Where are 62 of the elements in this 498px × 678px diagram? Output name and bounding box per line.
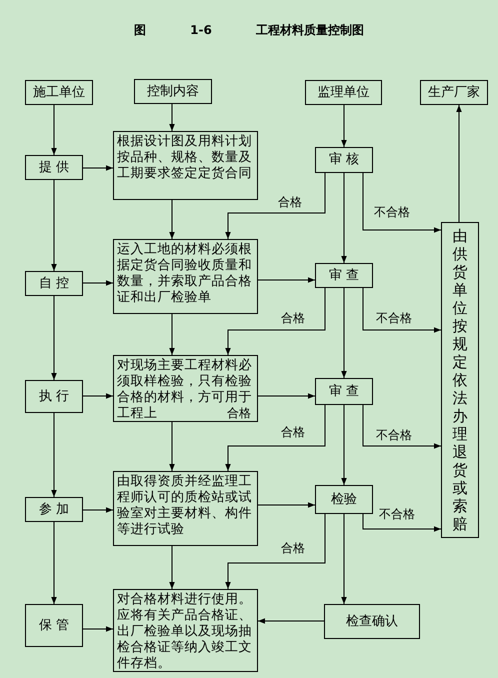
edge-label: 不合格 bbox=[378, 507, 416, 521]
arrow bbox=[341, 104, 347, 148]
step-box: 检查确认 bbox=[324, 604, 420, 639]
step-box: 保 管 bbox=[25, 604, 83, 647]
outcome-box: 由供货单位按规定依法办理退货或索赔 bbox=[441, 222, 479, 538]
edge-label: 合格 bbox=[280, 425, 306, 439]
arrow bbox=[258, 277, 316, 283]
process-box: 对合格材料进行使用。应将有关产品合格证、出厂检验单以及现场抽检合格证等纳入竣工文件存档。 bbox=[113, 589, 258, 672]
arrow bbox=[82, 507, 114, 513]
arrow bbox=[456, 104, 462, 222]
step-box: 审 核 bbox=[315, 147, 373, 173]
arrow bbox=[82, 626, 114, 632]
step-box: 审 查 bbox=[315, 263, 373, 288]
diagram-title: 图 1-6 工程材料质量控制图 bbox=[132, 22, 366, 39]
edge-label: 不合格 bbox=[375, 428, 413, 442]
step-box: 检验 bbox=[315, 485, 373, 514]
step-box: 审 查 bbox=[315, 378, 373, 405]
arrow bbox=[169, 422, 175, 472]
arrow bbox=[362, 404, 442, 449]
arrow bbox=[341, 288, 347, 378]
arrow bbox=[169, 314, 175, 356]
edge-label: 合格 bbox=[280, 311, 306, 325]
arrow bbox=[225, 404, 326, 472]
arrow bbox=[258, 618, 324, 624]
header-box: 施工单位 bbox=[25, 80, 93, 105]
arrow bbox=[341, 404, 347, 486]
arrow bbox=[225, 288, 326, 356]
arrow bbox=[82, 280, 114, 286]
step-box: 参 加 bbox=[25, 497, 83, 522]
process-box: 由取得资质并经监理工程师认可的质检站或试验室对主要材料、构件等进行试验 bbox=[113, 471, 258, 546]
arrow bbox=[225, 514, 326, 590]
step-box: 提 供 bbox=[25, 155, 83, 180]
step-box: 自 控 bbox=[25, 271, 83, 296]
arrow bbox=[51, 180, 57, 272]
edge-label: 合格 bbox=[280, 541, 306, 555]
header-box: 控制内容 bbox=[134, 79, 212, 104]
arrow bbox=[362, 514, 442, 532]
step-box: 执 行 bbox=[25, 380, 83, 413]
arrow bbox=[169, 104, 175, 132]
arrow bbox=[51, 296, 57, 380]
arrow bbox=[341, 514, 347, 604]
arrow bbox=[169, 546, 175, 590]
arrow bbox=[51, 522, 57, 604]
edge-label: 不合格 bbox=[373, 205, 411, 219]
arrow bbox=[225, 172, 326, 240]
arrow bbox=[258, 393, 316, 399]
process-box: 根据设计图及用料计划按品种、规格、数量及工期要求签定定货合同 bbox=[113, 131, 258, 200]
process-box: 运入工地的材料必须根据定货合同验收质量和数量，并索取产品合格证和出厂检验单 bbox=[113, 239, 258, 314]
header-box: 生产厂家 bbox=[420, 80, 488, 105]
arrow bbox=[82, 393, 114, 399]
edge-label: 不合格 bbox=[375, 311, 413, 325]
arrow bbox=[169, 200, 175, 240]
arrow bbox=[362, 288, 442, 333]
note-label: 合格 bbox=[226, 406, 252, 420]
arrow bbox=[362, 172, 442, 233]
arrow bbox=[51, 412, 57, 498]
arrow bbox=[258, 502, 316, 508]
arrow bbox=[341, 172, 347, 264]
arrow bbox=[51, 104, 57, 156]
header-box: 监理单位 bbox=[305, 80, 382, 105]
edge-label: 合格 bbox=[277, 195, 303, 209]
arrow bbox=[82, 165, 114, 171]
